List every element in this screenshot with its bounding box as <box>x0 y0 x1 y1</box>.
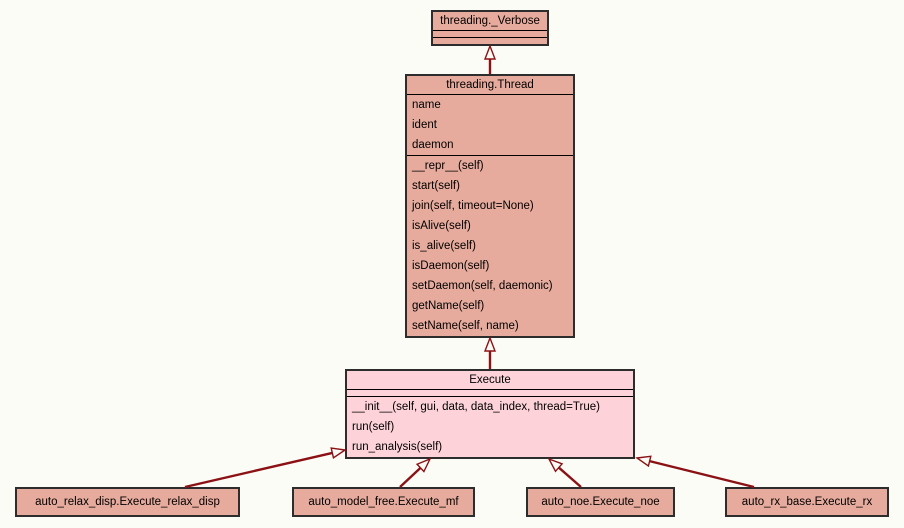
class-member: name <box>412 99 441 111</box>
hollow-triangle-arrowhead <box>415 457 432 473</box>
class-member: setName(self, name) <box>412 320 519 332</box>
class-member: join(self, timeout=None) <box>412 200 534 212</box>
hollow-triangle-arrowhead <box>635 455 652 468</box>
inheritance-edge-execute-to-thread <box>483 336 497 369</box>
class-box-execute-relax-disp[interactable]: auto_relax_disp.Execute_relax_disp <box>15 487 240 517</box>
class-title: Execute <box>469 374 511 386</box>
class-box-execute-noe[interactable]: auto_noe.Execute_noe <box>526 487 675 517</box>
class-member: is_alive(self) <box>412 240 476 252</box>
class-empty-section <box>433 30 547 37</box>
class-member: getName(self) <box>412 300 485 312</box>
class-member: run(self) <box>352 421 395 433</box>
class-title: threading.Thread <box>446 79 534 91</box>
class-member: isAlive(self) <box>412 220 471 232</box>
class-box-execute[interactable]: Execute __init__(self, gui, data, data_in… <box>345 369 635 459</box>
class-members-section: __init__(self, gui, data, data_index, th… <box>347 396 633 457</box>
class-title: threading._Verbose <box>440 15 540 27</box>
hollow-triangle-arrowhead <box>547 457 564 473</box>
class-empty-section <box>433 37 547 44</box>
hollow-triangle-arrowhead <box>330 447 347 459</box>
hollow-triangle-arrowhead <box>483 336 497 352</box>
inheritance-edge-rx-to-execute <box>635 455 755 489</box>
class-box-execute-rx[interactable]: auto_rx_base.Execute_rx <box>725 487 889 517</box>
class-box-threading-thread[interactable]: threading.Thread name ident daemon __repr__(… <box>405 74 575 338</box>
class-title: auto_noe.Execute_noe <box>541 496 660 508</box>
class-member: isDaemon(self) <box>412 260 490 272</box>
class-member: start(self) <box>412 180 460 192</box>
inheritance-edge-thread-to-verbose <box>483 44 497 74</box>
class-box-execute-mf[interactable]: auto_model_free.Execute_mf <box>292 487 475 517</box>
class-members-section: __repr__(self) start(self) join(self, time… <box>407 155 573 336</box>
hollow-triangle-arrowhead <box>483 44 497 60</box>
class-member: setDaemon(self, daemonic) <box>412 280 553 292</box>
class-title: auto_model_free.Execute_mf <box>308 496 459 508</box>
class-empty-section <box>347 389 633 396</box>
inheritance-edge-mf-to-execute <box>399 457 432 488</box>
class-member: ident <box>412 119 437 131</box>
class-members-section: name ident daemon <box>407 94 573 155</box>
class-box-threading-verbose[interactable]: threading._Verbose <box>431 10 549 46</box>
inheritance-edge-noe-to-execute <box>547 457 582 488</box>
class-member: run_analysis(self) <box>352 441 443 453</box>
class-member: __repr__(self) <box>412 160 484 172</box>
class-title: auto_relax_disp.Execute_relax_disp <box>35 496 220 508</box>
class-member: daemon <box>412 139 454 151</box>
inheritance-edge-relax-disp-to-execute <box>184 447 347 489</box>
class-member: __init__(self, gui, data, data_index, th… <box>352 401 600 413</box>
class-title: auto_rx_base.Execute_rx <box>741 496 873 508</box>
